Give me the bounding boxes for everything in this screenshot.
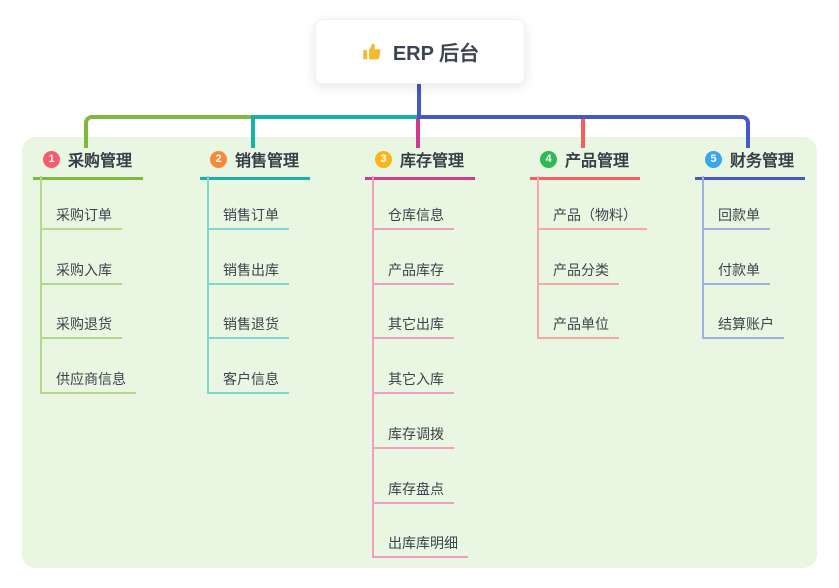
branch-1-child-3[interactable]: 采购退货: [40, 316, 122, 339]
branch-4-header[interactable]: 4 产品管理: [530, 147, 640, 180]
branch-3-title: 库存管理: [400, 153, 465, 170]
branch-1-child-1[interactable]: 采购订单: [40, 207, 122, 230]
branch-2-child-2[interactable]: 销售出库: [207, 262, 289, 285]
branch-4-drop-line: [581, 119, 585, 148]
branch-3-number-badge: 3: [375, 150, 392, 168]
branch-5-number-badge: 5: [705, 150, 722, 168]
branch-3-header[interactable]: 3 库存管理: [365, 147, 475, 180]
branch-4-child-1[interactable]: 产品（物料）: [537, 207, 647, 230]
branch-5-child-3[interactable]: 结算账户: [702, 316, 784, 339]
branch-1-child-4[interactable]: 供应商信息: [40, 371, 136, 394]
branch-3-child-2[interactable]: 产品库存: [372, 262, 454, 285]
branch-5-elbow-line: [417, 115, 750, 148]
bus-teal-segment-line: [251, 115, 417, 119]
branch-5-title: 财务管理: [730, 153, 795, 170]
branch-2-header[interactable]: 2 销售管理: [200, 147, 310, 180]
branch-4-number-badge: 4: [540, 150, 557, 168]
root-node[interactable]: ERP 后台: [315, 19, 525, 84]
branch-5-header[interactable]: 5 财务管理: [695, 147, 805, 180]
branch-3-child-3[interactable]: 其它出库: [372, 316, 454, 339]
branch-2-child-3[interactable]: 销售退货: [207, 316, 289, 339]
branch-3-drop-line: [416, 119, 420, 148]
branch-5-child-line: [702, 176, 704, 339]
branch-1-number-badge: 1: [43, 150, 60, 168]
branch-3-child-6[interactable]: 库存盘点: [372, 481, 454, 504]
branch-1-title: 采购管理: [68, 153, 133, 170]
root-stem-line: [417, 82, 421, 119]
branch-5-child-2[interactable]: 付款单: [702, 262, 770, 285]
branch-4-child-2[interactable]: 产品分类: [537, 262, 619, 285]
branch-2-drop-line: [251, 119, 255, 148]
branch-2-child-1[interactable]: 销售订单: [207, 207, 289, 230]
branch-4-title: 产品管理: [565, 153, 630, 170]
branch-4-child-3[interactable]: 产品单位: [537, 316, 619, 339]
branch-3-child-4[interactable]: 其它入库: [372, 371, 454, 394]
branch-2-title: 销售管理: [235, 153, 300, 170]
branch-1-elbow-line: [84, 115, 251, 148]
branch-5-child-1[interactable]: 回款单: [702, 207, 770, 230]
mindmap-group-panel: [22, 137, 817, 568]
branch-1-child-2[interactable]: 采购入库: [40, 262, 122, 285]
branch-2-child-line: [207, 176, 209, 394]
thumbs-up-icon: [361, 41, 383, 63]
branch-2-number-badge: 2: [210, 150, 227, 168]
branch-3-child-7[interactable]: 出库库明细: [372, 535, 468, 558]
branch-4-child-line: [537, 176, 539, 339]
branch-1-header[interactable]: 1 采购管理: [33, 147, 143, 180]
root-node-label: ERP 后台: [392, 43, 480, 65]
branch-3-child-1[interactable]: 仓库信息: [372, 207, 454, 230]
branch-2-child-4[interactable]: 客户信息: [207, 371, 289, 394]
branch-1-child-line: [40, 176, 42, 394]
branch-3-child-5[interactable]: 库存调拨: [372, 426, 454, 449]
branch-3-child-line: [372, 176, 374, 558]
